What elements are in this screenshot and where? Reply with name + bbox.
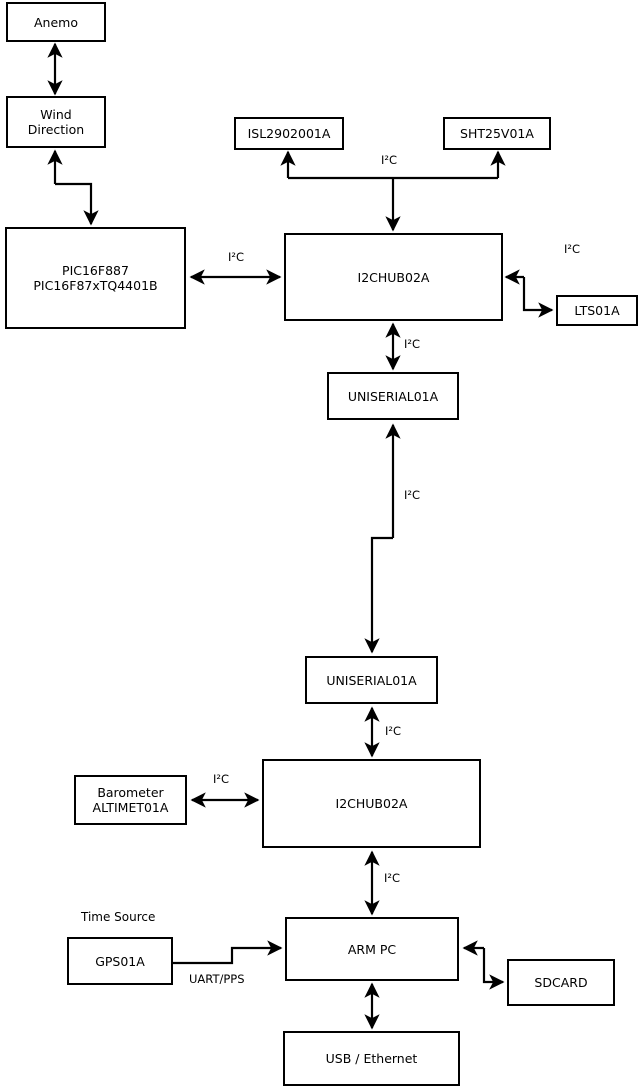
node-uniserial01a-bottom-label: UNISERIAL01A bbox=[326, 672, 417, 688]
edge-label-uart-pps: UART/PPS bbox=[189, 972, 245, 986]
edge-label-i2c-uniserial-link: I²C bbox=[404, 488, 421, 502]
node-usb-ethernet[interactable]: USB / Ethernet bbox=[283, 1031, 460, 1086]
edge-label-i2c-hub-uniserial: I²C bbox=[404, 337, 421, 351]
node-sht25v01a-label: SHT25V01A bbox=[460, 126, 534, 141]
wire-hubtop-lts-out bbox=[522, 277, 554, 318]
wire-wind-pic-body bbox=[55, 182, 99, 226]
wire-uniserial-link-down bbox=[364, 536, 393, 654]
node-wind-direction[interactable]: Wind Direction bbox=[6, 96, 106, 148]
node-sdcard-label: SDCARD bbox=[534, 975, 588, 990]
edge-label-i2c-sensors-bus: I²C bbox=[381, 153, 398, 167]
node-wind-direction-label: Wind Direction bbox=[27, 107, 85, 137]
node-sdcard[interactable]: SDCARD bbox=[507, 959, 615, 1006]
node-uniserial01a-bottom[interactable]: UNISERIAL01A bbox=[305, 656, 438, 704]
node-i2chub02a-bottom[interactable]: I2CHUB02A bbox=[262, 759, 481, 848]
node-barometer-altimet01a-label: Barometer ALTIMET01A bbox=[92, 785, 169, 815]
node-i2chub02a-bottom-label: I2CHUB02A bbox=[335, 796, 408, 811]
node-arm-pc[interactable]: ARM PC bbox=[285, 917, 459, 981]
node-barometer-altimet01a[interactable]: Barometer ALTIMET01A bbox=[74, 775, 187, 825]
node-isl2902001a[interactable]: ISL2902001A bbox=[234, 117, 344, 150]
node-pic-mcu-label: PIC16F887 PIC16F87xTQ4401B bbox=[33, 263, 158, 293]
node-anemo[interactable]: Anemo bbox=[6, 2, 106, 42]
label-time-source: Time Source bbox=[81, 910, 156, 924]
wire-armpc-sdcard-out bbox=[482, 948, 505, 990]
wire-gps-armpc bbox=[173, 940, 283, 965]
node-pic-mcu[interactable]: PIC16F887 PIC16F87xTQ4401B bbox=[5, 227, 186, 329]
edge-label-i2c-uniserial-hub: I²C bbox=[385, 724, 402, 738]
edge-label-i2c-barometer-hub: I²C bbox=[213, 772, 230, 786]
node-isl2902001a-label: ISL2902001A bbox=[247, 126, 331, 141]
node-gps01a[interactable]: GPS01A bbox=[67, 937, 173, 985]
node-i2chub02a-top[interactable]: I2CHUB02A bbox=[284, 233, 503, 321]
node-uniserial01a-top-label: UNISERIAL01A bbox=[347, 388, 439, 404]
edge-label-i2c-hub-armpc: I²C bbox=[384, 871, 401, 885]
node-uniserial01a-top[interactable]: UNISERIAL01A bbox=[327, 372, 459, 420]
edge-label-i2c-pic-hub: I²C bbox=[228, 250, 245, 264]
edge-label-i2c-hub-lts: I²C bbox=[564, 242, 581, 256]
node-anemo-label: Anemo bbox=[34, 14, 78, 30]
node-gps01a-label: GPS01A bbox=[95, 953, 145, 969]
node-lts01a[interactable]: LTS01A bbox=[556, 295, 638, 326]
node-sht25v01a[interactable]: SHT25V01A bbox=[443, 117, 551, 150]
node-arm-pc-label: ARM PC bbox=[347, 941, 397, 957]
node-lts01a-label: LTS01A bbox=[574, 303, 620, 318]
node-usb-ethernet-label: USB / Ethernet bbox=[325, 1051, 418, 1066]
node-i2chub02a-top-label: I2CHUB02A bbox=[357, 269, 430, 285]
